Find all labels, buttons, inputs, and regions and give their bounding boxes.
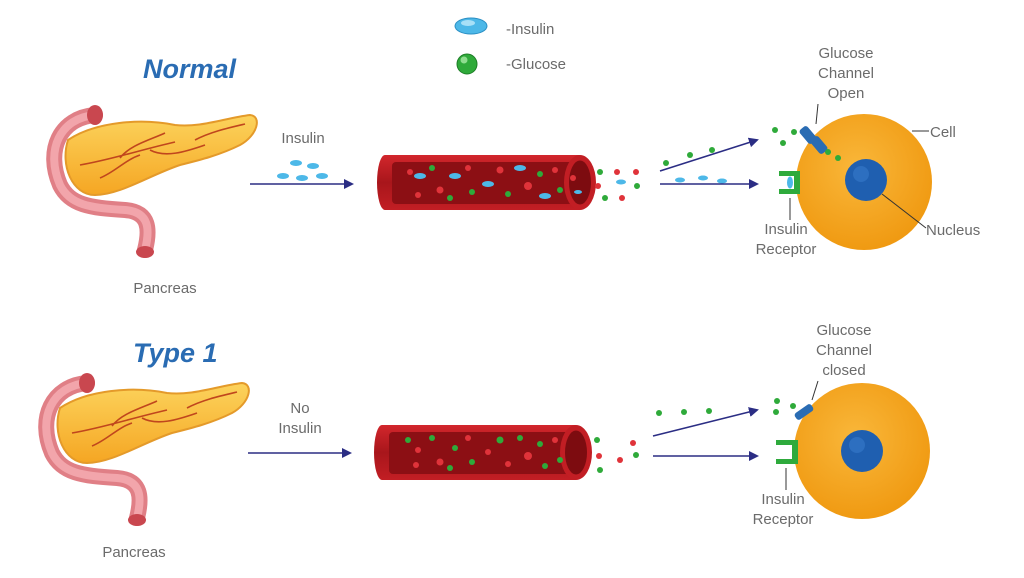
insulin-receptor-icon	[776, 440, 798, 464]
glucose-channel-open-icon	[772, 126, 841, 161]
insulin-legend-highlight	[461, 20, 475, 26]
type1-pancreas-label: Pancreas	[102, 544, 165, 561]
normal-pancreas-label: Pancreas	[133, 280, 196, 297]
blood-vessel	[377, 155, 596, 210]
blood-vessel	[374, 425, 592, 480]
cell-label: Cell	[912, 124, 956, 141]
type1-flow-label-line1: No	[290, 400, 309, 417]
glucose-arrow	[652, 407, 759, 437]
nucleus-label: Nucleus	[881, 193, 980, 239]
insulin-arrow	[660, 175, 759, 189]
pancreas-icon	[46, 105, 258, 258]
svg-text:Insulin: Insulin	[764, 221, 807, 238]
nucleus-highlight	[853, 166, 869, 182]
normal-section: Normal Pancreas Insulin	[46, 45, 980, 297]
glucose-legend-icon	[456, 53, 478, 75]
svg-text:Channel: Channel	[816, 342, 872, 359]
normal-heading: Normal	[143, 54, 237, 84]
vessel-cells	[405, 435, 563, 471]
svg-text:Channel: Channel	[818, 65, 874, 82]
released-particles	[595, 169, 640, 201]
glucose-channel-label: Glucose Channel closed	[811, 322, 872, 401]
type1-heading: Type 1	[133, 338, 218, 368]
nucleus-highlight	[849, 437, 865, 453]
glucose-channel-closed-icon	[773, 398, 814, 420]
glucose-legend-highlight	[460, 56, 468, 64]
pancreas-icon	[38, 373, 250, 526]
insulin-legend-label: -Insulin	[506, 21, 554, 38]
glucose-channel-label: Glucose Channel Open	[815, 45, 874, 125]
svg-text:Nucleus: Nucleus	[926, 222, 980, 239]
svg-text:Glucose: Glucose	[818, 45, 873, 62]
insulin-receptor-label: Insulin Receptor	[756, 198, 817, 258]
normal-flow-label: Insulin	[281, 130, 324, 147]
legend: -Insulin -Glucose	[454, 17, 566, 75]
glucose-arrow	[659, 137, 759, 172]
svg-text:Cell: Cell	[930, 124, 956, 141]
released-particles	[594, 437, 639, 473]
svg-text:Receptor: Receptor	[753, 511, 814, 528]
svg-text:Open: Open	[828, 85, 865, 102]
svg-text:Insulin: Insulin	[761, 491, 804, 508]
insulin-receptor-icon	[779, 171, 800, 194]
svg-text:Receptor: Receptor	[756, 241, 817, 258]
vessel-cells	[407, 165, 582, 201]
glucose-legend-label: -Glucose	[506, 56, 566, 73]
type1-flow-label-line2: Insulin	[278, 420, 321, 437]
svg-text:Glucose: Glucose	[816, 322, 871, 339]
insulin-receptor-label: Insulin Receptor	[753, 468, 814, 528]
type1-section: Type 1 Pancreas No Insulin	[38, 322, 930, 561]
svg-text:closed: closed	[822, 362, 865, 379]
insulin-molecules	[277, 160, 328, 181]
